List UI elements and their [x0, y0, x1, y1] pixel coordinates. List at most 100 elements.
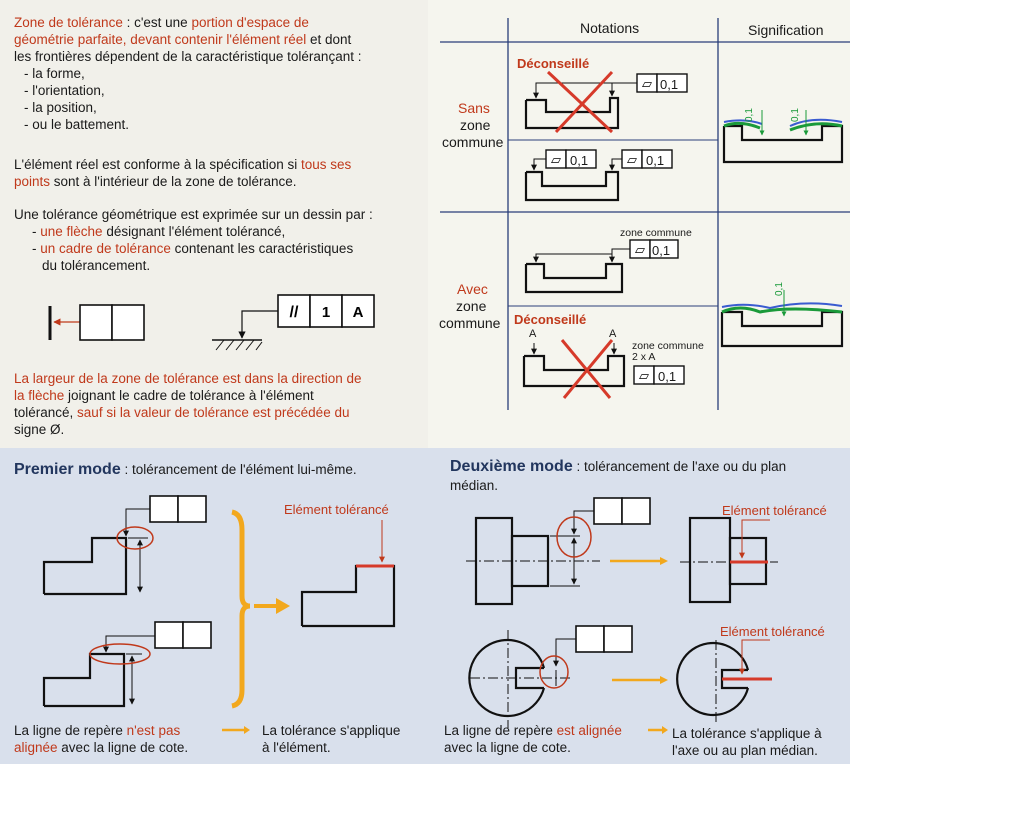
premier-piece-lower [42, 621, 212, 708]
intro-p3-line2: - une flèche désignant l'élément toléran… [32, 223, 285, 240]
deconseille-label-2: Déconseillé [514, 312, 587, 327]
text: tolérancé, [14, 405, 78, 420]
mode-subtitle: : tolérancement de l'élément lui-même. [120, 462, 357, 477]
frame-cell-datum: A [353, 304, 364, 321]
signification-row1-drawing: 0,1 0,1 [722, 108, 844, 164]
text: n'est pas [126, 723, 181, 738]
intro-p3-line3: - un cadre de tolérance contenant les ca… [32, 240, 353, 257]
tol-value-r2a: 0,1 [652, 243, 671, 258]
intro-p3-line1: Une tolérance géométrique est exprimée s… [14, 207, 373, 222]
premier-result-line1: La tolérance s'applique [262, 723, 401, 738]
intro-p3-line4: du tolérancement. [42, 258, 151, 273]
table-header-signification: Signification [748, 22, 824, 38]
zone-commune-label-2: zone commune [632, 340, 704, 352]
deuxieme-subtitle-line2: médian. [450, 478, 499, 493]
dim-01-row2: 0,1 [774, 282, 785, 296]
text: - [32, 241, 41, 256]
text: avec la ligne de cote. [57, 740, 189, 755]
datum-a-left: A [529, 328, 537, 340]
row2-notation-a-drawing: ▱ [524, 239, 679, 294]
row1-label-commune: commune [442, 134, 504, 150]
intro-p1-line3: les frontières dépendent de la caractéri… [14, 49, 362, 64]
signification-row2-drawing: 0,1 [720, 282, 844, 348]
deuxieme-mode-title: Deuxième mode : tolérancement de l'axe o… [450, 458, 786, 476]
row1-notation-a-drawing: ▱ [524, 70, 688, 134]
deuxieme-shaft [466, 497, 651, 606]
deuxieme-caption-line2: avec la ligne de cote. [444, 740, 571, 755]
tol-value-r1a: 0,1 [660, 77, 679, 92]
frame-cell-value: 1 [322, 304, 330, 321]
premier-caption-line1: La ligne de repère n'est pas [14, 722, 180, 739]
text: - [32, 224, 41, 239]
deuxieme-disc [468, 625, 633, 728]
deuxieme-arrow-2 [612, 676, 668, 684]
deuxieme-result-line2: l'axe ou au plan médian. [672, 743, 818, 758]
deuxieme-arrow-1 [610, 557, 668, 565]
deuxieme-element-label-2: Elément tolérancé [720, 624, 825, 639]
zone-commune-2xa-label: 2 x A [632, 351, 656, 363]
intro-p2-line1: L'élément réel est conforme à la spécifi… [14, 156, 351, 173]
row2-notation-b-drawing: ▱ [522, 339, 685, 399]
text: portion d'espace de [191, 15, 309, 30]
datum-a-right: A [609, 328, 617, 340]
row1-label-zone: zone [460, 117, 491, 133]
premier-result-line2: à l'élément. [262, 740, 331, 755]
text: points [14, 174, 51, 189]
premier-mode-title: Premier mode : tolérancement de l'élémen… [14, 461, 357, 479]
mode-subtitle: : tolérancement de l'axe ou du plan [572, 459, 787, 474]
table-header-notations: Notations [580, 20, 640, 36]
row2-label-zone: zone [456, 298, 487, 314]
zone-commune-label-1: zone commune [620, 227, 692, 239]
mode-title-text: Deuxième mode [450, 458, 573, 475]
intro-p4-line1: La largeur de la zone de tolérance est d… [14, 371, 362, 386]
text: une flèche [40, 224, 103, 239]
premier-caption-line2: alignée avec la ligne de cote. [14, 739, 188, 756]
text: La ligne de repère [14, 723, 127, 738]
text: sauf si la valeur de tolérance est précé… [77, 405, 350, 420]
text: désignant l'élément tolérancé, [102, 224, 286, 239]
text: tous ses [300, 157, 352, 172]
intro-p1-line1: Zone de tolérance : c'est une portion d'… [14, 14, 309, 31]
term-zone-tolerance: Zone de tolérance [14, 15, 123, 30]
list-item-position: - la position, [24, 100, 97, 115]
deuxieme-result-line1: La tolérance s'applique à [672, 726, 822, 741]
text: L'élément réel est conforme à la spécifi… [14, 157, 301, 172]
intro-p1-line2: géométrie parfaite, devant contenir l'él… [14, 31, 351, 48]
premier-mode-panel [0, 448, 428, 764]
deconseille-label-1: Déconseillé [517, 56, 590, 71]
text: : c'est une [122, 15, 192, 30]
list-item-forme: - la forme, [24, 66, 85, 81]
deuxieme-disc-result [676, 639, 772, 722]
list-item-orientation: - l'orientation, [24, 83, 105, 98]
intro-frame-example [212, 294, 375, 351]
svg-text:▱: ▱ [635, 242, 645, 257]
text: sont à l'intérieur de la zone de toléran… [50, 174, 297, 189]
mode-title-text: Premier mode [14, 461, 121, 478]
premier-piece-upper [42, 495, 207, 596]
text: contenant les caractéristiques [170, 241, 354, 256]
intro-p2-line2: points sont à l'intérieur de la zone de … [14, 173, 297, 190]
notation-table-grid [440, 18, 850, 410]
svg-text:▱: ▱ [627, 152, 637, 167]
svg-text:▱: ▱ [639, 368, 649, 383]
dim-01-right: 0,1 [790, 108, 801, 122]
deuxieme-caption-line1: La ligne de repère est alignée [444, 722, 622, 739]
premier-result-piece [300, 520, 396, 628]
row2-label-avec: Avec [457, 281, 488, 297]
dim-01-left: 0,1 [744, 108, 755, 122]
intro-p4-line3: tolérancé, sauf si la valeur de toléranc… [14, 404, 349, 421]
text: géométrie parfaite, devant contenir l'él… [14, 32, 307, 47]
row1-label-sans: Sans [458, 100, 490, 116]
text: la flèche [14, 388, 65, 403]
intro-panel [0, 0, 428, 448]
premier-element-label: Elément tolérancé [284, 502, 389, 517]
intro-p4-line2: la flèche joignant le cadre de tolérance… [14, 387, 314, 404]
text: un cadre de tolérance [40, 241, 171, 256]
svg-text:▱: ▱ [551, 152, 561, 167]
deuxieme-element-label-1: Elément tolérancé [722, 503, 827, 518]
intro-p4-line4: signe Ø. [14, 422, 65, 437]
svg-text:▱: ▱ [642, 76, 652, 91]
row2-label-commune: commune [439, 315, 501, 331]
text: est alignée [556, 723, 622, 738]
